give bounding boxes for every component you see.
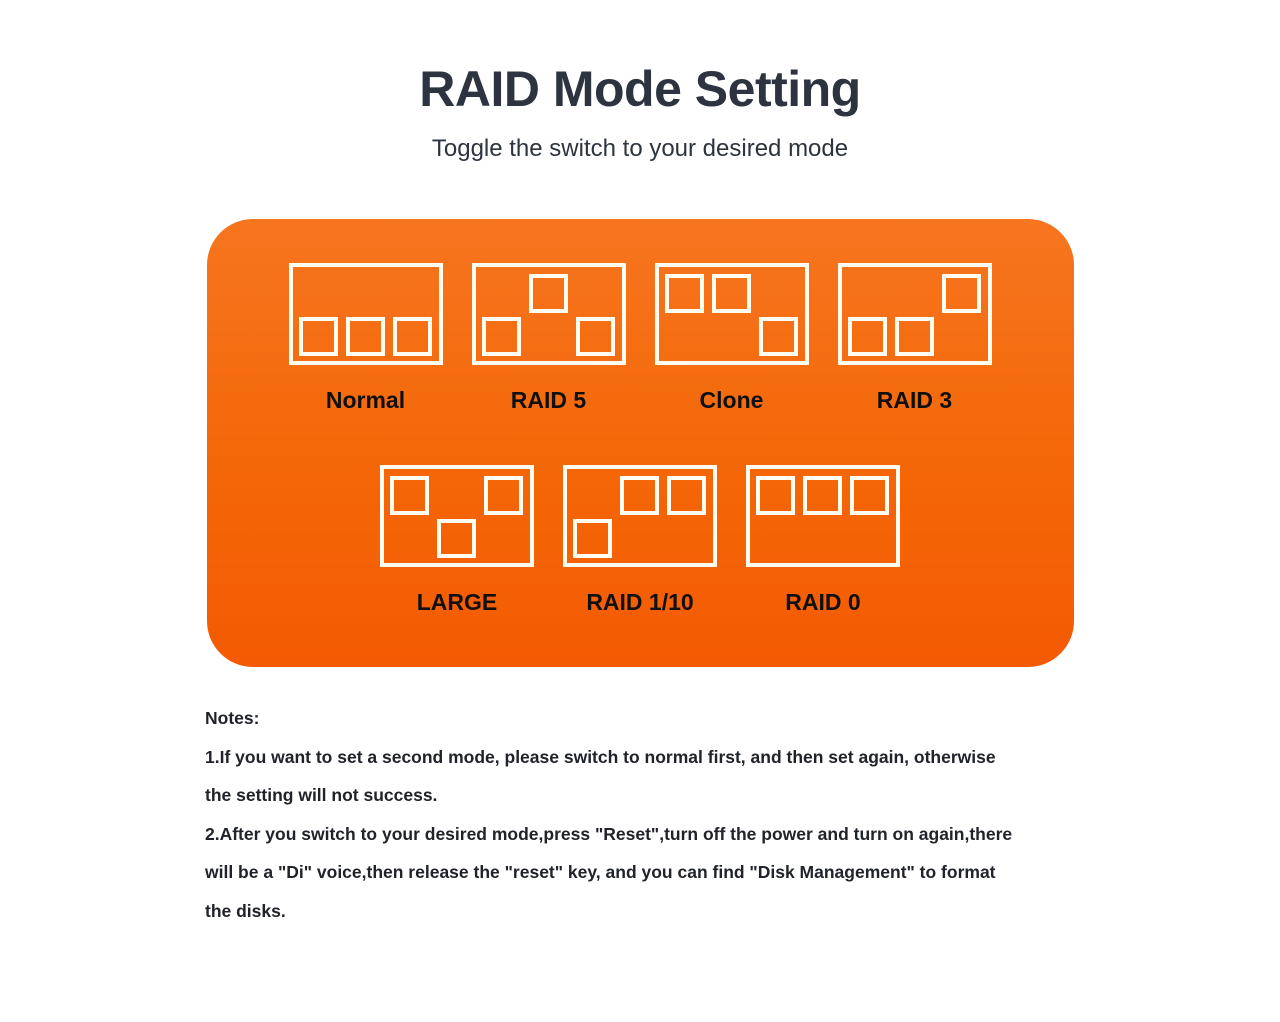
- mode-card-clone: Clone: [654, 263, 809, 414]
- page-title: RAID Mode Setting: [419, 61, 861, 117]
- switch-knob-3-down: [392, 317, 432, 356]
- switch-knob-1-up: [664, 274, 704, 313]
- switch-knob-2-up: [803, 476, 842, 515]
- switch-knob-2-down: [345, 317, 385, 356]
- dip-switch-diagram-raid-1-10: [563, 465, 717, 567]
- switch-knob-3-up: [941, 274, 981, 313]
- dip-switch-diagram-raid-3: [837, 263, 992, 365]
- note-2-line-2: will be a "Di" voice,then release the "r…: [205, 862, 996, 882]
- dip-switch-diagram-clone: [654, 263, 809, 365]
- switch-knob-1-up: [756, 476, 795, 515]
- mode-label-normal: Normal: [325, 387, 406, 413]
- switch-knob-1-down: [298, 317, 338, 356]
- dip-switch-diagram-raid-5: [471, 263, 626, 365]
- switch-knob-1-down: [573, 519, 612, 558]
- mode-card-normal: Normal: [288, 263, 443, 414]
- dip-switch-diagram-normal: [288, 263, 443, 365]
- mode-label-raid-0: RAID 0: [785, 589, 861, 615]
- note-1-line-2: the setting will not success.: [205, 785, 438, 805]
- dip-switch-diagram-large: [380, 465, 534, 567]
- notes-section: Notes: 1.If you want to set a second mod…: [205, 699, 1075, 930]
- mode-label-raid-5: RAID 5: [510, 387, 587, 413]
- switch-knob-2-down: [437, 519, 476, 558]
- switch-knob-1-down: [847, 317, 887, 356]
- mode-label-raid-1-10: RAID 1/10: [586, 589, 694, 615]
- switch-knob-3-down: [758, 317, 798, 356]
- mode-label-large: LARGE: [416, 589, 498, 615]
- switch-knob-3-up: [667, 476, 706, 515]
- switch-knob-2-down: [894, 317, 934, 356]
- note-2-line-1: 2.After you switch to your desired mode,…: [205, 823, 1013, 844]
- switch-knob-1-up: [390, 476, 429, 515]
- switch-knob-1-down: [481, 317, 521, 356]
- switch-knob-3-up: [850, 476, 889, 515]
- mode-card-large: LARGE: [380, 465, 534, 616]
- note-2-line-3: the disks.: [205, 900, 286, 921]
- page-subtitle: Toggle the switch to your desired mode: [431, 135, 849, 162]
- switch-knob-2-up: [620, 476, 659, 515]
- mode-label-clone: Clone: [699, 387, 764, 413]
- switch-knob-2-up: [528, 274, 568, 313]
- note-1-line-1: 1.If you want to set a second mode, plea…: [205, 746, 996, 767]
- dip-switch-diagram-raid-0: [746, 465, 900, 567]
- switch-knob-3-down: [575, 317, 615, 356]
- raid-mode-panel: Normal RAID 5 Clone RAID 3 LARGE RAID 1/…: [206, 219, 1074, 667]
- switch-knob-2-up: [711, 274, 751, 313]
- mode-row-bottom: LARGE RAID 1/10 RAID 0: [207, 465, 1074, 616]
- mode-row-top: Normal RAID 5 Clone RAID 3: [207, 263, 1074, 414]
- mode-card-raid-1-10: RAID 1/10: [563, 465, 717, 616]
- mode-label-raid-3: RAID 3: [876, 387, 953, 413]
- mode-card-raid-0: RAID 0: [746, 465, 900, 616]
- mode-card-raid-3: RAID 3: [837, 263, 992, 414]
- notes-heading: Notes:: [205, 708, 260, 728]
- mode-card-raid-5: RAID 5: [471, 263, 626, 414]
- switch-knob-3-up: [484, 476, 523, 515]
